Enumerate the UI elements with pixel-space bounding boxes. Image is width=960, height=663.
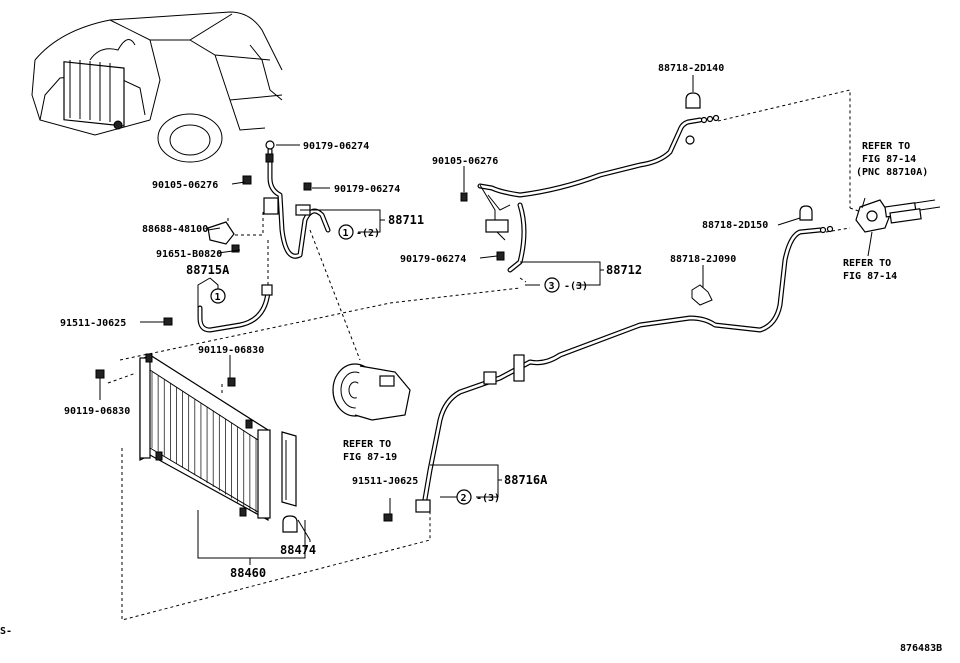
corner-mark: S- <box>0 626 12 637</box>
label-leaders <box>99 75 873 565</box>
callout-1b-number: 1 <box>215 292 221 303</box>
callout-1-qty: -(2) <box>356 228 380 239</box>
callout-1b: 1 <box>210 288 226 304</box>
liquid-line-front <box>415 225 834 513</box>
discharge-hose <box>263 140 331 259</box>
callout-2-qty: -(3) <box>476 493 500 504</box>
label-91511-J0625-bottom: 91511-J0625 <box>352 476 418 487</box>
label-88718-2J090: 88718-2J090 <box>670 254 736 265</box>
label-88718-2D150: 88718-2D150 <box>702 220 768 231</box>
bracket <box>207 221 235 245</box>
figure-code: 876483B <box>900 643 942 654</box>
callout-1-number: 1 <box>343 228 349 239</box>
suction-line <box>477 114 720 273</box>
callout-2: 2 -(3) <box>456 489 500 505</box>
label-88715A: 88715A <box>186 263 230 277</box>
condenser-fins <box>151 372 257 514</box>
refer-2-line-1: REFER TO <box>843 258 891 269</box>
receiver <box>281 431 297 507</box>
label-88716A: 88716A <box>504 473 548 487</box>
label-90179-06274-mid: 90179-06274 <box>334 184 400 195</box>
liquid-line <box>197 240 273 333</box>
refer-3-line-1: REFER TO <box>343 439 391 450</box>
label-88711: 88711 <box>388 213 424 227</box>
compressor <box>332 363 411 421</box>
bolts <box>95 153 505 522</box>
callout-3: 3 -(3) <box>544 277 588 293</box>
refer-3-line-2: FIG 87-19 <box>343 452 397 463</box>
label-90119-06830-left: 90119-06830 <box>64 406 130 417</box>
refer-1-line-3: (PNC 88710A) <box>856 167 928 178</box>
callout-2-number: 2 <box>461 493 467 504</box>
label-90105-06276-right: 90105-06276 <box>432 156 498 167</box>
caps <box>282 92 813 533</box>
label-90119-06830-top: 90119-06830 <box>198 345 264 356</box>
label-88688-48100: 88688-48100 <box>142 224 208 235</box>
refer-fitting <box>855 199 941 233</box>
label-88460: 88460 <box>230 566 266 580</box>
label-90179-06274-top: 90179-06274 <box>303 141 369 152</box>
label-88718-2D140: 88718-2D140 <box>658 63 724 74</box>
label-91651-B0820: 91651-B0820 <box>156 249 222 260</box>
refer-1-line-2: FIG 87-14 <box>862 154 916 165</box>
reference-notes: REFER TO FIG 87-14 (PNC 88710A) REFER TO… <box>343 141 928 463</box>
vehicle-illustration <box>31 11 283 163</box>
label-90179-06274-right: 90179-06274 <box>400 254 466 265</box>
condenser <box>139 353 271 522</box>
part-labels: 88718-2D140 90179-06274 90105-06276 9017… <box>60 63 768 580</box>
label-91511-J0625-left: 91511-J0625 <box>60 318 126 329</box>
label-88474: 88474 <box>280 543 316 557</box>
label-90105-06276-left: 90105-06276 <box>152 180 218 191</box>
callout-3-qty: -(3) <box>564 281 588 292</box>
callout-3-number: 3 <box>549 281 555 292</box>
refer-1-line-1: REFER TO <box>862 141 910 152</box>
refer-2-line-2: FIG 87-14 <box>843 271 897 282</box>
label-88712: 88712 <box>606 263 642 277</box>
callout-1: 1 -(2) <box>338 224 380 240</box>
